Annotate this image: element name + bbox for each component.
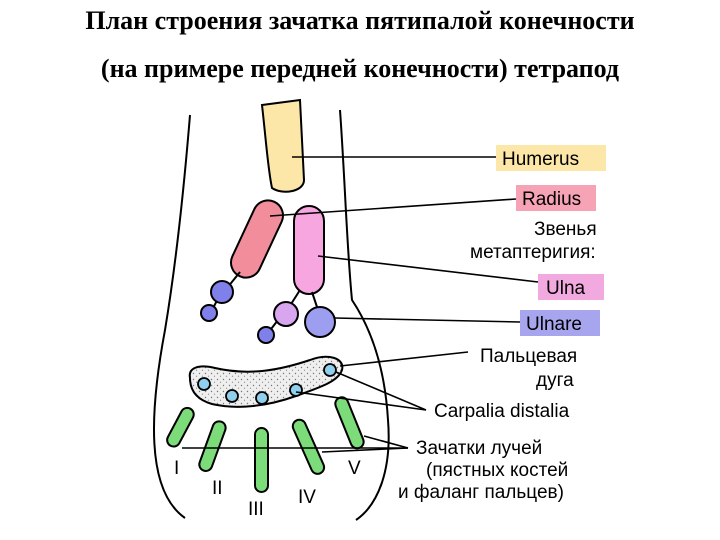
- leader-ulnare: [334, 317, 521, 323]
- digit-ray-V: [334, 396, 365, 450]
- leader-ulna: [317, 255, 539, 283]
- leader-radius: [269, 198, 517, 217]
- carpal-dot-3: [255, 391, 269, 405]
- label-radius: Radius: [522, 189, 581, 210]
- limb-bud-outline: [153, 114, 191, 519]
- radius-bone: [230, 199, 284, 279]
- label-carpalia: Carpalia distalia: [434, 401, 570, 422]
- digit-label-IV: IV: [298, 487, 316, 508]
- ulnare-bone: [304, 306, 336, 338]
- leader-carpal-2: [295, 391, 427, 411]
- humerus-label-bg: [496, 145, 606, 171]
- digit-label-III: III: [248, 499, 264, 520]
- radial-element-2: [200, 304, 218, 322]
- small-element: [257, 326, 275, 344]
- digit-label-II: II: [212, 478, 223, 499]
- digit-ray-III: [254, 427, 269, 493]
- digit-ray-IV: [291, 418, 326, 475]
- label-humerus: Humerus: [502, 149, 579, 170]
- ulnare-label-bg: [520, 310, 600, 336]
- label-rays-2: (пястных костей: [426, 460, 568, 481]
- label-ulnare: Ulnare: [526, 314, 582, 335]
- radial-element-1: [210, 280, 234, 304]
- leader-ray-V: [363, 435, 409, 449]
- humerus-bone: [260, 98, 306, 193]
- radius-label-bg: [516, 185, 596, 211]
- label-metapterygium-2: метаптеригия:: [470, 242, 596, 263]
- label-rays-3: и фаланг пальцев): [398, 482, 564, 503]
- carpal-dot-2: [225, 389, 239, 403]
- label-arch-1: Пальцевая: [480, 346, 577, 367]
- pisiform-element: [273, 301, 299, 327]
- digit-ray-I: [166, 406, 195, 448]
- ulna-bone: [293, 205, 325, 295]
- title-line-2: (на примере передней конечности) тетрапо…: [100, 54, 620, 83]
- carpal-dot-5: [323, 363, 337, 377]
- label-arch-2: дуга: [536, 370, 574, 391]
- ulna-label-bg: [538, 274, 604, 300]
- label-ulna: Ulna: [546, 278, 586, 299]
- leader-arch: [339, 351, 469, 367]
- limb-bud-outline-right: [339, 109, 390, 521]
- label-metapterygium-1: Звенья: [534, 219, 597, 240]
- title-line-1: План строения зачатка пятипалой конечнос…: [85, 6, 635, 35]
- leader-carpal-1: [335, 371, 427, 411]
- carpal-dot-4: [289, 383, 303, 397]
- digit-label-V: V: [348, 458, 361, 479]
- carpal-dot-1: [197, 377, 211, 391]
- label-rays-1: Зачатки лучей: [416, 438, 542, 459]
- digit-label-I: I: [174, 458, 179, 479]
- digit-ray-II: [198, 420, 227, 472]
